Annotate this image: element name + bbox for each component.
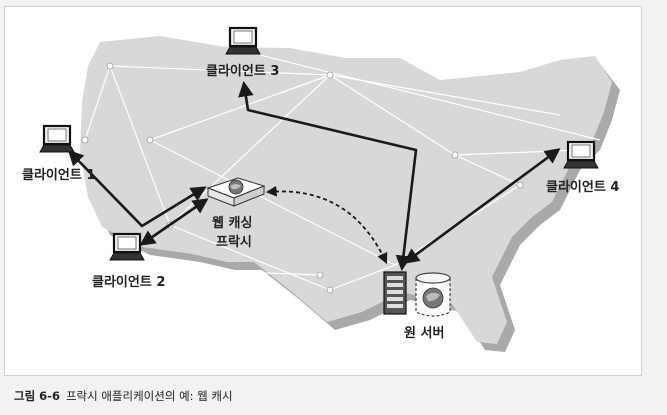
figure-number: 그림 6-6 [14,389,60,403]
origin-server-label: 원 서버 [404,326,445,341]
client-3-computer-icon [225,26,261,55]
proxy-server-dashed-arrow [265,185,388,264]
proxy-label-line1: 웹 캐싱 [212,216,253,231]
figure-caption-text: 프락시 애플리케이션의 예: 웹 캐시 [65,389,233,403]
client-1-computer-icon [39,124,75,153]
client-1-label: 클라이언트 1 [22,168,96,183]
client-4-computer-icon [563,140,599,169]
proxy-label-line2: 프락시 [216,235,252,250]
client-2-label: 클라이언트 2 [92,275,166,290]
client-3-label: 클라이언트 3 [206,64,280,79]
server-tower-icon [383,271,407,315]
us-map [80,36,612,344]
client-2-computer-icon [109,232,145,261]
caching-proxy-box-icon [206,177,266,207]
figure-caption: 그림 6-6 프락시 애플리케이션의 예: 웹 캐시 [14,388,233,404]
request-arrows [67,80,561,272]
client-4-label: 클라이언트 4 [546,180,620,195]
database-icon [415,272,451,317]
